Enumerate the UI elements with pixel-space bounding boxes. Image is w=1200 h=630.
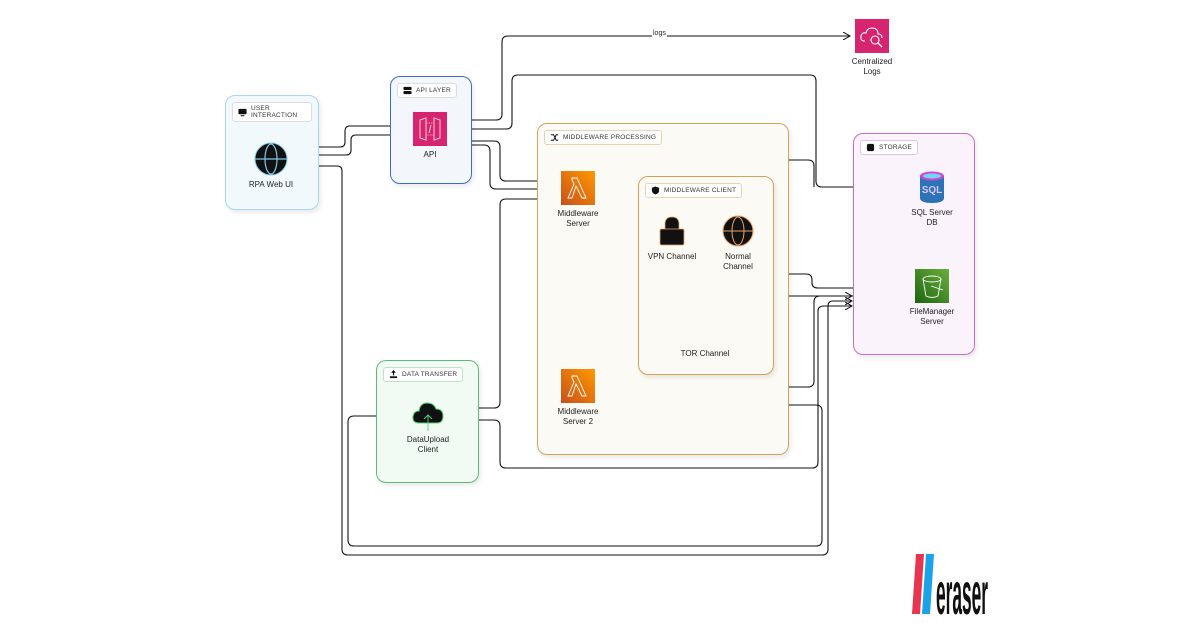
edge-label-logs: logs: [652, 30, 667, 37]
group-label: DATA TRANSFER: [383, 367, 464, 382]
edge-dataupload-to-storage: [446, 306, 852, 469]
eraser-logo: eraser: [912, 552, 992, 617]
edge-middleware-to-api: [448, 145, 556, 190]
svg-text:SQL: SQL: [922, 185, 943, 196]
shuffle-icon: [550, 134, 559, 141]
sql-database-icon: SQL: [920, 171, 944, 203]
cloud-search-icon: [855, 19, 889, 53]
api-gateway-icon: [413, 112, 447, 146]
edge-rpa-to-storage: [288, 165, 852, 556]
node-filemanager-server[interactable]: FileManager Server: [896, 269, 968, 327]
globe-icon: [254, 142, 288, 176]
node-sql-server-db[interactable]: SQL SQL Server DB: [896, 170, 968, 228]
node-middleware-server[interactable]: Middleware Server: [547, 171, 609, 229]
group-label: STORAGE: [860, 140, 919, 155]
group-label: USER INTERACTION: [232, 102, 312, 122]
lock-icon: [659, 216, 685, 246]
edge-api-to-sql: [446, 74, 916, 187]
edge-middleware2-to-storage: [596, 296, 852, 388]
node-rpa-web-ui[interactable]: RPA Web UI: [236, 142, 306, 190]
node-dataupload-client[interactable]: DataUpload Client: [393, 397, 463, 455]
shield-icon: [651, 186, 660, 195]
lambda-icon: [561, 171, 595, 205]
globe-icon: [722, 215, 754, 247]
upload-icon: [389, 370, 398, 379]
node-middleware-server-2[interactable]: Middleware Server 2: [547, 369, 609, 427]
node-normal-channel[interactable]: Normal Channel: [708, 214, 768, 272]
edge-api-to-middleware: [446, 140, 556, 181]
group-label: API LAYER: [397, 83, 457, 98]
node-tor-channel[interactable]: TOR Channel: [680, 349, 730, 358]
database-icon: [866, 143, 875, 152]
server-icon: [403, 86, 412, 95]
bucket-icon: [915, 269, 949, 303]
group-storage[interactable]: STORAGE: [853, 133, 975, 355]
edge-rpa-to-api: [288, 126, 412, 148]
edge-normal-to-filemanager: [772, 273, 916, 288]
node-api[interactable]: API: [405, 112, 455, 160]
eraser-logo-text: eraser: [936, 562, 988, 617]
lambda-icon: [561, 369, 595, 403]
group-label: MIDDLEWARE CLIENT: [645, 183, 743, 198]
group-middleware-client[interactable]: MIDDLEWARE CLIENT: [638, 176, 774, 375]
edge-api-to-logs: [446, 36, 850, 121]
monitor-icon: [238, 108, 247, 116]
node-vpn-channel[interactable]: VPN Channel: [640, 214, 704, 262]
cloud-upload-icon: [412, 402, 444, 431]
eraser-logo-icon: eraser: [912, 554, 988, 617]
edge-dataupload-to-middleware: [446, 199, 556, 409]
edge-api-to-rpa: [290, 134, 412, 155]
group-label: MIDDLEWARE PROCESSING: [544, 130, 663, 145]
node-centralized-logs[interactable]: Centralized Logs: [840, 19, 904, 77]
